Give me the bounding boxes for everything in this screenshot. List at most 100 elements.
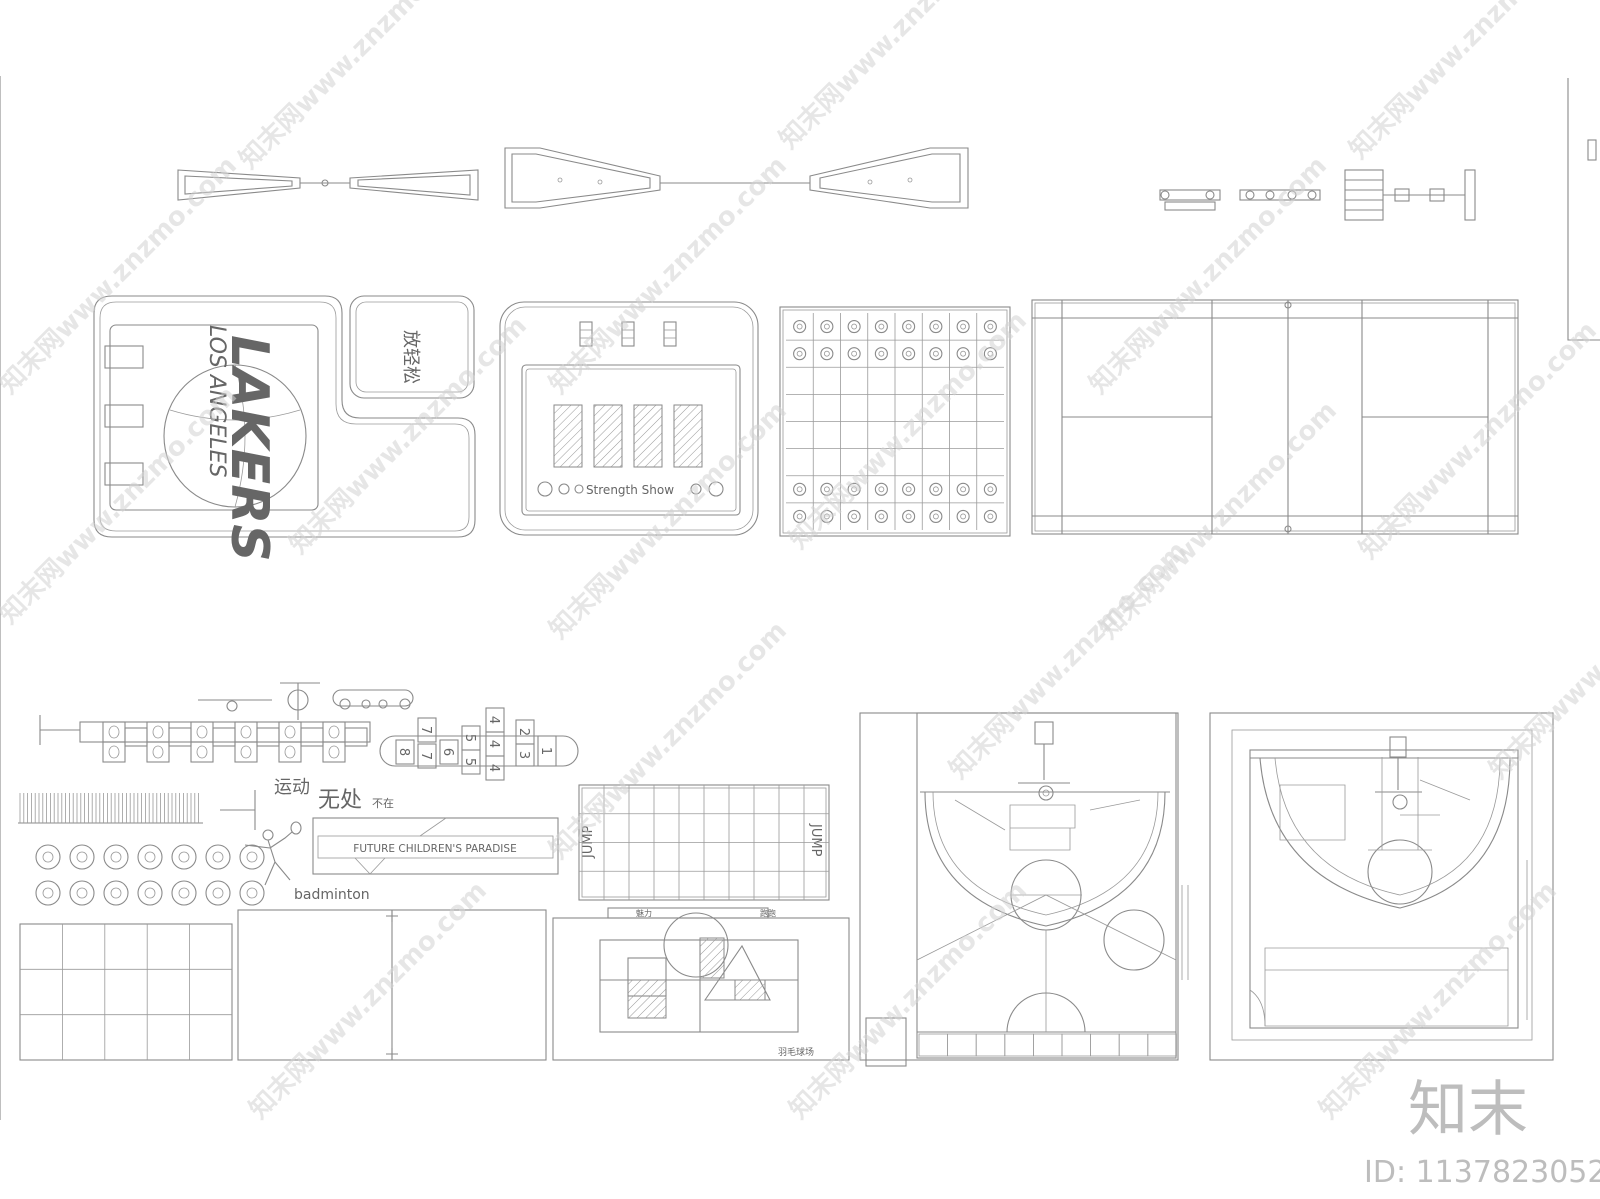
hopscotch-number: 7: [418, 726, 433, 734]
sport-label-3: 不在: [372, 797, 394, 810]
animal-icon: [69, 880, 95, 906]
paradise-label: FUTURE CHILDREN'S PARADISE: [353, 843, 516, 855]
equipment-elevation-small: [177, 169, 479, 201]
hopscotch-number: 6: [440, 748, 455, 756]
footprint-track: [39, 715, 371, 763]
court-top-label-1: 魅力: [636, 908, 652, 918]
animal-icon: [239, 880, 265, 906]
chess-board: [779, 306, 1011, 537]
badminton-player-figure: [244, 821, 302, 886]
footprint-tile: [146, 721, 170, 743]
hopscotch-cell: [537, 735, 557, 767]
chess-piece: [820, 347, 834, 361]
right-frame-tick: [1587, 139, 1597, 161]
sport-label-2: 无处: [318, 788, 362, 813]
hopscotch-number: 8: [396, 748, 411, 756]
hopscotch-number: 2: [516, 728, 531, 736]
chess-piece: [793, 347, 807, 361]
chess-piece: [793, 320, 807, 334]
chess-piece: [902, 347, 916, 361]
jump-label-right: JUMP: [808, 823, 823, 857]
hopscotch-number: 1: [538, 747, 553, 755]
brand-id-text: ID: 1137823052: [1364, 1155, 1600, 1190]
animal-icon: [137, 844, 163, 870]
lakers-text-main: LAKERS: [219, 335, 279, 562]
watermark-text: 知末网www.znzmo.com: [784, 876, 1033, 1125]
watermark-text: 知末网www.znzmo.com: [944, 536, 1193, 785]
relax-pad: 放轻松: [349, 295, 475, 399]
court-top-label-2: 跑跑: [760, 909, 776, 918]
chess-piece: [983, 482, 997, 496]
hopscotch-number: 4: [486, 716, 501, 724]
blank-court-pad: [237, 909, 547, 1061]
animal-icon: [171, 844, 197, 870]
hopscotch-cell: [439, 739, 459, 765]
jump-grid: JUMP JUMP: [578, 784, 830, 901]
chess-piece: [874, 509, 888, 523]
animal-icon: [205, 880, 231, 906]
hopscotch-cell: [395, 739, 415, 765]
chess-piece: [847, 509, 861, 523]
hopscotch-number: 3: [516, 751, 531, 759]
watermark-text: 知末网www.znzmo.com: [1354, 316, 1600, 565]
hopscotch-cell: [417, 717, 437, 743]
strength-show-pad: Strength Show: [499, 301, 759, 536]
chess-piece: [956, 320, 970, 334]
badminton-label: badminton: [294, 887, 370, 903]
relax-label: 放轻松: [400, 330, 421, 384]
lakers-court-plan: LOS ANGELES LAKERS: [93, 295, 476, 562]
chess-piece: [874, 482, 888, 496]
chess-piece: [956, 509, 970, 523]
equipment-elevation-right: [1159, 169, 1476, 221]
chess-piece: [793, 482, 807, 496]
chess-piece: [847, 347, 861, 361]
chess-piece: [929, 347, 943, 361]
small-equipment-top: [198, 682, 414, 720]
footprint-tile: [234, 721, 258, 743]
animal-icon: [35, 880, 61, 906]
footprint-tile: [102, 721, 126, 743]
watermark-text: 知末网www.znzmo.com: [1484, 536, 1600, 785]
hopscotch-number: 5: [462, 734, 477, 742]
animal-icon: [103, 844, 129, 870]
chess-piece: [956, 482, 970, 496]
hopscotch-number: 4: [486, 764, 501, 772]
watermark-text: 知末网www.znzmo.com: [1344, 0, 1593, 165]
court-caption: 羽毛球场: [778, 1046, 814, 1058]
watermark-text: 知末网www.znzmo.com: [784, 306, 1033, 555]
right-frame-edge: [1567, 78, 1600, 341]
animal-icon: [171, 880, 197, 906]
watermark-text: 知末网www.znzmo.com: [0, 381, 243, 630]
chess-piece: [793, 509, 807, 523]
chess-piece: [847, 482, 861, 496]
hopscotch-cell: [461, 749, 481, 775]
animal-icon: [239, 844, 265, 870]
chess-piece: [956, 347, 970, 361]
watermark-text: 知末网www.znzmo.com: [1084, 151, 1333, 400]
sport-label-1: 运动: [274, 777, 310, 798]
chess-piece: [847, 320, 861, 334]
animal-icon: [137, 880, 163, 906]
chess-piece: [874, 347, 888, 361]
shape-court-pad: 魅力 跑跑 羽毛球场: [552, 907, 850, 1061]
ladder-icons: [579, 321, 677, 347]
chess-piece: [874, 320, 888, 334]
animal-icon: [103, 880, 129, 906]
lakers-text-top: LOS ANGELES: [204, 325, 229, 477]
badminton-court-top: [1031, 299, 1519, 535]
equipment-elevation-large: [504, 147, 969, 209]
chess-piece: [820, 320, 834, 334]
hopscotch-number: 7: [418, 752, 433, 760]
chess-piece: [820, 509, 834, 523]
chess-piece: [983, 509, 997, 523]
watermark-text: 知末网www.znzmo.com: [774, 0, 1023, 155]
chess-piece: [902, 320, 916, 334]
chess-piece: [929, 482, 943, 496]
paradise-sign: FUTURE CHILDREN'S PARADISE: [312, 817, 559, 875]
watermark-text: 知末网www.znzmo.com: [544, 151, 793, 400]
hopscotch-cell: [515, 743, 535, 767]
chess-piece: [902, 509, 916, 523]
fence-elevation: [18, 790, 256, 830]
animal-icon: [35, 844, 61, 870]
animal-icon: [205, 844, 231, 870]
